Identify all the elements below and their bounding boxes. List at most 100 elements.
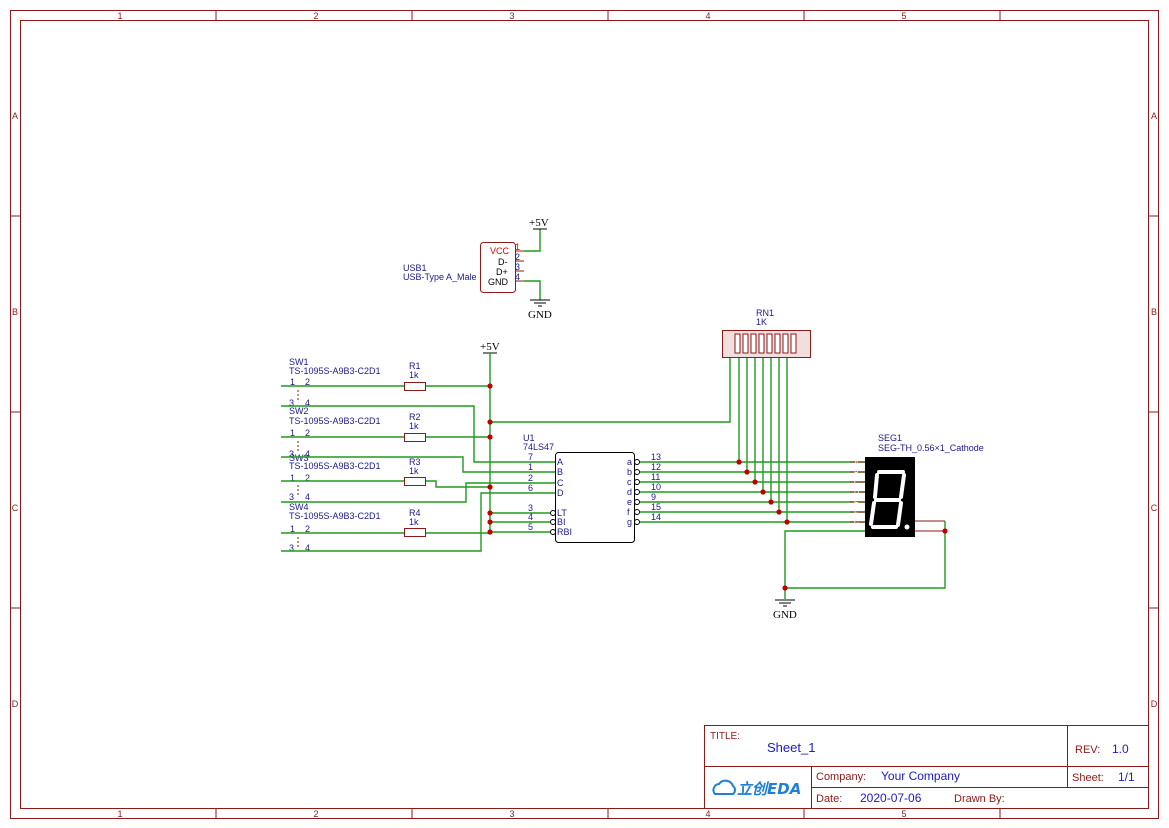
- u1-pin-num: 2: [528, 473, 533, 483]
- title-block: TITLE: Sheet_1 REV: 1.0 Company: Your Co…: [704, 725, 1149, 809]
- u1-pin-num: 9: [651, 492, 656, 502]
- u1-pin-num: 11: [651, 472, 660, 482]
- inverted-pin-marker: [634, 499, 640, 505]
- usb-connector[interactable]: USB1 USB-Type A_Male VCC D- D+ GND 1 2 3…: [403, 242, 524, 293]
- rn-element: [782, 333, 789, 354]
- u1-pin-num: 12: [651, 462, 661, 472]
- junction-dot: [782, 585, 788, 591]
- rn-element: [742, 333, 749, 354]
- inverted-pin-marker: [634, 489, 640, 495]
- sw-pin: 1: [290, 377, 295, 387]
- seg-pin-label: A: [854, 460, 859, 467]
- u1-pin-name: RBI: [557, 527, 572, 537]
- sw-value: TS-1095S-A9B3-C2D1: [289, 511, 381, 521]
- seg-ref: SEG1: [878, 433, 902, 443]
- sw-pin: 3: [289, 543, 294, 553]
- u1-pin-name: B: [557, 467, 563, 477]
- u1-pin-num: 4: [528, 512, 533, 522]
- sheet-label: Sheet:: [1072, 772, 1104, 784]
- junction-dots: [487, 383, 948, 591]
- junction-dot: [487, 434, 493, 440]
- rn-element: [750, 333, 757, 354]
- input-wires: [281, 353, 731, 552]
- rev-label: REV:: [1075, 744, 1100, 756]
- u1-pin-num: 15: [651, 502, 661, 512]
- col-label-bottom: 4: [705, 809, 710, 819]
- junction-dot: [768, 499, 774, 505]
- res-ref: R2: [409, 412, 421, 422]
- sw-value: TS-1095S-A9B3-C2D1: [289, 366, 381, 376]
- resistor-r1[interactable]: R1 1k: [404, 361, 426, 391]
- sw-pin: 4: [305, 492, 310, 502]
- vcc-label: +5V: [529, 217, 549, 229]
- date-label: Date:: [816, 793, 842, 805]
- row-label-right: D: [1151, 699, 1158, 709]
- usb-pin-num: 4: [515, 272, 520, 282]
- resistor-r2[interactable]: R2 1k: [404, 412, 426, 442]
- junction-dot: [942, 528, 948, 534]
- resistor-network-rn1[interactable]: RN1 1K: [722, 308, 811, 358]
- sheet-frame: 1 2 3 4 5 1 2 3 4 5 A B C D A B C D: [10, 10, 1159, 819]
- sw-pin: 1: [290, 524, 295, 534]
- u1-pin-name: b: [627, 467, 632, 477]
- res-value: 1k: [409, 466, 419, 476]
- u1-pin-name: e: [627, 497, 632, 507]
- usb-pin-vcc: VCC: [490, 246, 510, 256]
- u1-pin-num: 13: [651, 452, 661, 462]
- usb-pin-num: 3: [515, 262, 520, 272]
- res-ref: R3: [409, 457, 421, 467]
- col-label-bottom: 5: [901, 809, 906, 819]
- resistor-r4[interactable]: R4 1k: [404, 508, 426, 537]
- switch-sw3[interactable]: SW3 TS-1095S-A9B3-C2D1 1 2 3 4: [289, 453, 381, 502]
- junction-dot: [744, 469, 750, 475]
- switch-sw4[interactable]: SW4 TS-1095S-A9B3-C2D1 1 2 3 4: [289, 502, 381, 553]
- junction-dot: [784, 519, 790, 525]
- gnd-symbol: GND: [528, 299, 552, 321]
- seg-pin-label: C: [854, 480, 859, 487]
- rn-element: [774, 333, 781, 354]
- col-label-top: 5: [901, 11, 906, 21]
- res-value: 1k: [409, 517, 419, 527]
- sw-pin: 2: [305, 473, 310, 483]
- gnd-label: GND: [528, 309, 552, 321]
- res-ref: R4: [409, 508, 421, 518]
- col-label-top: 3: [509, 11, 514, 21]
- sw-ref: SW4: [289, 502, 309, 512]
- col-label-top: 1: [117, 11, 122, 21]
- usb-wires: [524, 229, 541, 300]
- usb-pin-num: 2: [515, 252, 520, 262]
- gnd-symbol: GND: [773, 599, 797, 621]
- col-label-top: 4: [705, 11, 710, 21]
- resistor-r3[interactable]: R3 1k: [404, 457, 426, 486]
- usb-pin-gnd: GND: [488, 277, 509, 287]
- switch-sw1[interactable]: SW1 TS-1095S-A9B3-C2D1 1 2 3 4: [289, 357, 381, 408]
- switch-sw2[interactable]: SW2 TS-1095S-A9B3-C2D1 1 2 3 4: [289, 406, 381, 459]
- col-label-bottom: 3: [509, 809, 514, 819]
- rn-element: [790, 333, 797, 354]
- u1-pin-name: D: [557, 488, 564, 498]
- sheet-title: Sheet_1: [767, 740, 815, 755]
- sw-pin: 4: [305, 449, 310, 459]
- u1-ref: U1: [523, 433, 535, 443]
- sw-pin: 3: [289, 492, 294, 502]
- res-value: 1k: [409, 370, 419, 380]
- company-label: Company:: [816, 771, 866, 783]
- sw-pin: 3: [289, 449, 294, 459]
- inverted-pin-marker: [634, 509, 640, 515]
- sw-pin: 2: [305, 377, 310, 387]
- junction-dot: [487, 383, 493, 389]
- junction-dot: [487, 529, 493, 535]
- seg-pin-label: DP: [854, 529, 864, 536]
- junction-dot: [487, 510, 493, 516]
- seg-value: SEG-TH_0.56×1_Cathode: [878, 443, 984, 453]
- usb-pin-num: 1: [515, 242, 520, 252]
- inverted-pin-marker: [550, 510, 556, 516]
- rn-element: [766, 333, 773, 354]
- row-label-right: A: [1151, 111, 1157, 121]
- inverted-pin-marker: [634, 519, 640, 525]
- sw-value: TS-1095S-A9B3-C2D1: [289, 461, 381, 471]
- u1-pin-name: A: [557, 457, 563, 467]
